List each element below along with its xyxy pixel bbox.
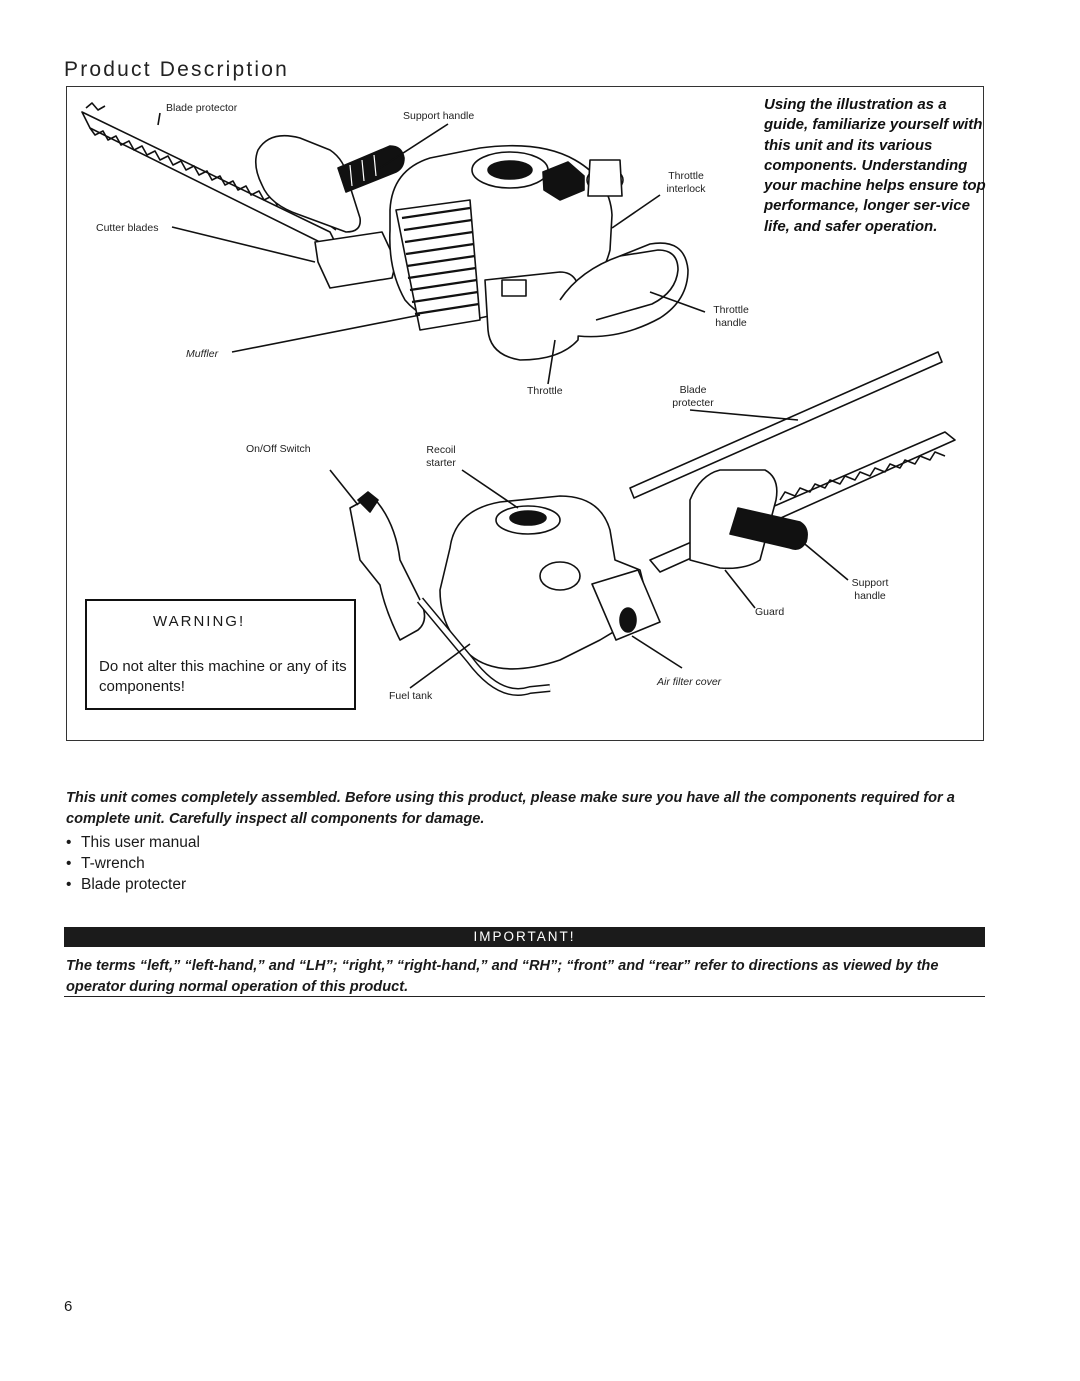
- label-cutter-blades: Cutter blades: [96, 222, 159, 234]
- label-guard: Guard: [755, 606, 785, 618]
- label-support-handle: Support handle: [403, 110, 475, 122]
- page-title: Product Description: [64, 58, 290, 81]
- support-handle-top: [337, 145, 405, 193]
- warning-title: WARNING!: [153, 613, 246, 630]
- label-blade-protector: Blade protector: [166, 102, 238, 114]
- label-muffler: Muffler: [186, 348, 219, 360]
- label-throttle-interlock: Throttle interlock: [666, 170, 706, 195]
- label-onoff-switch: On/Off Switch: [246, 443, 311, 455]
- label-throttle-handle: Throttle handle: [713, 304, 749, 329]
- important-text: The terms “left,” “left-hand,” and “LH”;…: [66, 958, 939, 995]
- label-throttle: Throttle: [527, 385, 563, 397]
- illustration-frame: [66, 86, 984, 741]
- divider: [64, 996, 985, 997]
- important-banner: IMPORTANT!: [64, 927, 985, 947]
- list-item: •Blade protecter: [66, 876, 187, 893]
- label-support-handle-bottom: Support handle: [851, 577, 889, 602]
- illustration-intro: Using the illustration as a guide, famil…: [764, 96, 986, 235]
- label-air-filter-cover: Air filter cover: [657, 676, 722, 688]
- label-blade-protecter: Blade protecter: [672, 384, 714, 409]
- warning-box: WARNING! Do not alter this machine or an…: [85, 599, 356, 710]
- warning-text: Do not alter this machine or any of its …: [99, 658, 347, 695]
- page-number: 6: [64, 1298, 73, 1315]
- components-intro: This unit comes completely assembled. Be…: [66, 790, 955, 827]
- label-recoil-starter: Recoil starter: [426, 444, 456, 469]
- label-fuel-tank: Fuel tank: [389, 690, 433, 702]
- components-list: •This user manual •T-wrench •Blade prote…: [66, 832, 200, 895]
- support-handle-bottom: [729, 507, 808, 550]
- list-item: •This user manual: [66, 834, 200, 851]
- list-item: •T-wrench: [66, 855, 145, 872]
